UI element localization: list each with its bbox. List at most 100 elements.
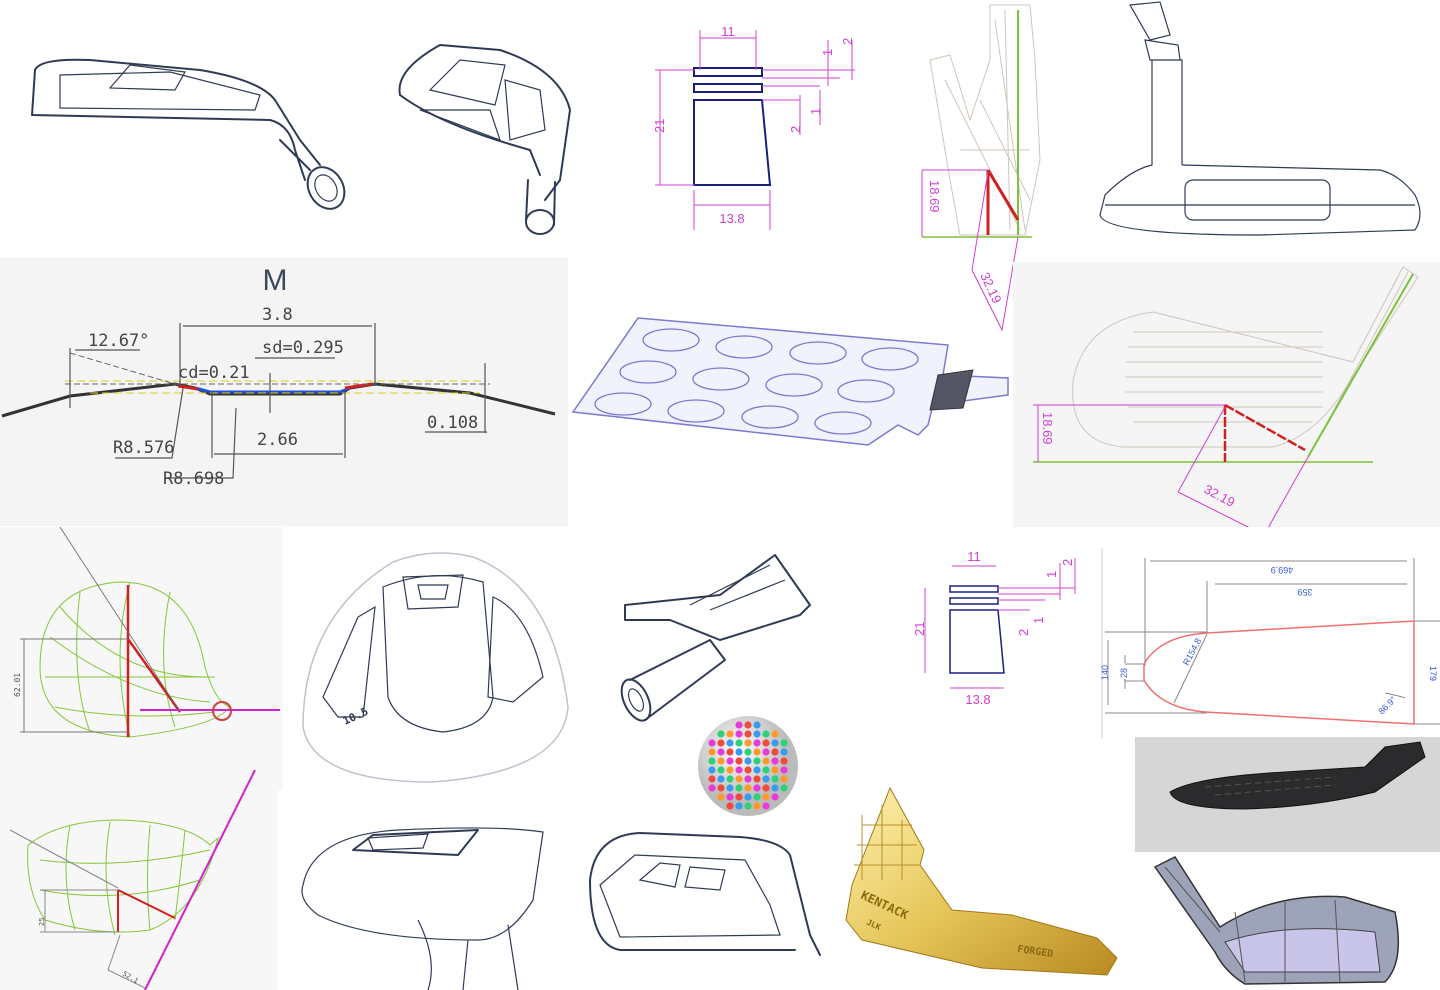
dim-d2: 2 [840,38,855,45]
ball-dimple [771,739,779,747]
ball-dimple [762,793,770,801]
green-wireframe-driver: 62.01 [0,527,283,790]
ball-dimple [753,757,761,765]
ball-dimple [735,730,743,738]
dim-vertical: 18.69 [927,180,942,213]
ball-dimple [744,748,752,756]
dim-d1: 1 [1044,571,1059,578]
groove-profile-drawing: M 12.67° 3.8 sd=0.295 cd=0.21 R8.576 2.6… [0,258,568,526]
shaft-dimension-drawing-small: 11 1 2 21 2 1 13.8 [910,548,1085,713]
ball-dimple [762,730,770,738]
forged-stamp: FORGED [1017,944,1054,960]
ball-dimple [753,721,761,729]
dim-bottom: 13.8 [965,692,990,707]
ball-dimple [726,802,734,810]
dim-height: 21 [912,622,927,636]
ball-dimple [762,802,770,810]
ball-dimple [762,748,770,756]
dim-height: 21 [652,119,667,133]
iron-surface-render [1135,852,1440,990]
wireframe-iron-large: 18.69 32.19 [1013,262,1440,527]
ball-dimple [762,757,770,765]
ball-dimple [780,784,788,792]
ball-dimple [708,757,716,765]
dim-top: 11 [721,24,735,39]
dim-height: 62.01 [13,673,22,697]
ball-tray-fixture [568,300,1013,455]
ball-dimple [753,766,761,774]
ball-dimple [753,739,761,747]
dim-top: 11 [967,549,981,564]
ball-dimple [780,775,788,783]
ball-dimple [726,775,734,783]
ball-dimple [762,739,770,747]
ball-dimple [717,730,725,738]
dim-bottom: 13.8 [719,211,744,226]
ball-dimple [708,739,716,747]
profile-title: M [263,264,288,297]
ball-dimple [735,802,743,810]
ball-dimple [762,775,770,783]
ball-dimple [717,784,725,792]
ball-dimple [771,730,779,738]
ball-dimple [726,766,734,774]
dim-d3: 2 [788,126,803,133]
ball-dimple [753,730,761,738]
dim-inner: 2.66 [257,430,298,450]
iron-back-sketch [580,825,825,965]
ball-dimple [708,784,716,792]
driver-crown-sketch: 10.5 [283,527,583,790]
ball-dimple [744,802,752,810]
dim-distance: 52.1 [121,970,140,985]
dim-vertical: 18.69 [1040,412,1055,445]
ball-dimple [726,748,734,756]
hybrid-iron-sketch [0,0,380,258]
ball-dimple [735,739,743,747]
ball-dimple [708,766,716,774]
ball-dimple [744,784,752,792]
dim-radius: R154.8 [1181,637,1203,667]
dim-r1: R8.576 [113,438,174,458]
ball-dimple [762,784,770,792]
dark-sole-render [1135,737,1440,852]
ball-dimple [735,766,743,774]
ball-dimple [735,784,743,792]
ball-dimple [771,757,779,765]
dim-neck: 28 [1119,668,1129,678]
ball-dimple [753,748,761,756]
ball-dimple [717,757,725,765]
dimpled-golf-ball [695,713,801,819]
dim-body: 359 [1297,587,1312,597]
ball-dimple [726,793,734,801]
ball-dimple [744,730,752,738]
dim-angle: 12.67° [88,331,149,351]
ball-dimple [735,748,743,756]
ball-dimple [717,766,725,774]
dim-overall: 469.9 [1271,565,1294,575]
ball-dimple [726,739,734,747]
dim-width: 3.8 [262,305,293,325]
ball-dimple [717,793,725,801]
dim-right-height: 179 [1428,666,1438,681]
ball-dimple [780,748,788,756]
dim-d1: 1 [820,49,835,56]
dim-d4: 1 [808,108,823,115]
dim-diagonal: 32.19 [1202,481,1238,510]
dim-r2: R8.698 [163,469,224,489]
ball-dimple [744,721,752,729]
ball-dimple [771,766,779,774]
ball-dimple [726,784,734,792]
ball-dimple [708,775,716,783]
ball-dimple [753,784,761,792]
dim-depth: 0.108 [427,413,478,433]
ball-dimple [771,775,779,783]
dim-d4: 1 [1031,617,1046,624]
dim-angle: 86.9° [1376,694,1398,716]
gold-forged-iron-render: KENTACK JLK FORGED [832,780,1130,990]
ball-dimple [717,775,725,783]
ball-dimple [717,739,725,747]
ball-dimple [780,739,788,747]
ball-dimple [744,775,752,783]
dim-cd: cd=0.21 [178,363,250,383]
